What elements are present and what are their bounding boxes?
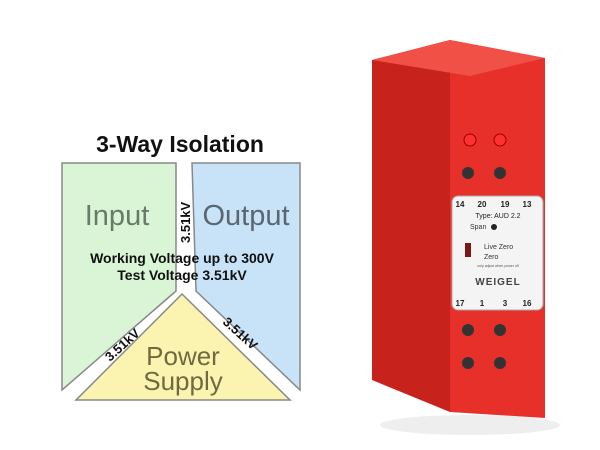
terminal-3: 3 — [503, 299, 508, 308]
power-supply-block — [74, 292, 292, 401]
terminal-14: 14 — [456, 200, 465, 209]
device-type: Type: AUD 2.2 — [475, 213, 520, 220]
power-label-1: Power — [146, 341, 220, 371]
terminal-17: 17 — [456, 299, 465, 308]
terminal-19: 19 — [501, 200, 510, 209]
span-label: Span — [470, 224, 486, 231]
input-block — [61, 162, 177, 392]
test-voltage: Test Voltage 3.51kV — [117, 267, 247, 283]
terminal-16: 16 — [523, 299, 532, 308]
working-voltage: Working Voltage up to 300V — [90, 250, 275, 266]
zero-label: Zero — [484, 254, 499, 261]
brand-logo: WEIGEL — [475, 277, 520, 288]
terminal-1: 1 — [480, 299, 485, 308]
isolation-top-label: 3.51kV — [178, 201, 193, 243]
terminal-20: 20 — [478, 200, 487, 209]
isolation-amplifier-device — [372, 40, 560, 435]
output-label: Output — [202, 200, 289, 232]
output-block — [191, 162, 301, 392]
input-label: Input — [85, 200, 150, 232]
power-label-2: Supply — [143, 366, 223, 396]
adjust-note: only adjust when power off — [477, 264, 518, 268]
live-zero-label: Live Zero — [484, 244, 513, 251]
terminal-13: 13 — [523, 200, 532, 209]
diagram-title: 3-Way Isolation — [96, 131, 264, 157]
